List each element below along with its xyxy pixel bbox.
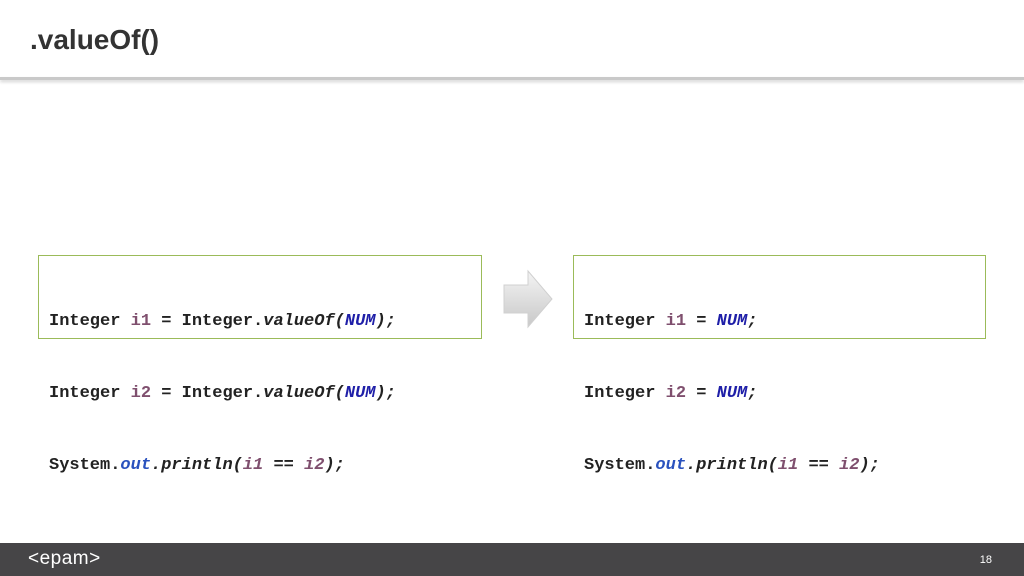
code-token-constant: NUM	[344, 312, 376, 331]
code-token-end: );	[375, 384, 396, 403]
code-token-type: Integer	[49, 312, 131, 331]
code-line-3: System.out.println(i1 == i2);	[584, 454, 975, 478]
code-token-class: System.	[49, 456, 121, 475]
code-block-before: Integer i1 = Integer.valueOf(NUM); Integ…	[38, 255, 482, 475]
code-token-method: valueOf(	[263, 312, 345, 331]
code-token-variable: i2	[130, 384, 152, 403]
code-token-constant: NUM	[716, 312, 748, 331]
code-token-end: ;	[747, 312, 758, 331]
code-block-after: Integer i1 = NUM; Integer i2 = NUM; Syst…	[573, 255, 986, 475]
footer-bar: <epam> 18	[0, 543, 1024, 576]
code-token-constant: NUM	[344, 384, 376, 403]
code-token-method: valueOf(	[263, 384, 345, 403]
code-token-variable: i1	[777, 456, 799, 475]
code-token-call: .println(	[151, 456, 243, 475]
code-token-end: );	[375, 312, 396, 331]
code-token-variable: i2	[665, 384, 687, 403]
page-number: 18	[979, 554, 992, 566]
code-token-static-field: out	[120, 456, 152, 475]
code-token-constant: NUM	[716, 384, 748, 403]
epam-logo: <epam>	[28, 548, 101, 569]
code-token-end: );	[324, 456, 345, 475]
code-line-3: System.out.println(i1 == i2);	[49, 454, 471, 478]
code-line-2: Integer i2 = NUM;	[584, 382, 975, 406]
code-token-end: );	[859, 456, 880, 475]
code-token-assign: =	[686, 384, 717, 403]
code-token-type: Integer	[584, 312, 666, 331]
code-token-variable: i2	[839, 456, 860, 475]
code-line-1: Integer i1 = Integer.valueOf(NUM);	[49, 310, 471, 334]
code-token-class: System.	[584, 456, 656, 475]
code-line-1: Integer i1 = NUM;	[584, 310, 975, 334]
code-token-variable: i1	[242, 456, 264, 475]
code-token-type: Integer	[49, 384, 131, 403]
code-token-assign: = Integer.	[151, 384, 264, 403]
code-line-2: Integer i2 = Integer.valueOf(NUM);	[49, 382, 471, 406]
code-token-operator: ==	[798, 456, 840, 475]
code-token-variable: i2	[304, 456, 325, 475]
code-token-operator: ==	[263, 456, 305, 475]
title-divider	[0, 77, 1024, 80]
code-token-type: Integer	[584, 384, 666, 403]
code-token-variable: i1	[665, 312, 687, 331]
right-arrow-icon	[503, 269, 553, 329]
code-token-assign: =	[686, 312, 717, 331]
code-token-variable: i1	[130, 312, 152, 331]
code-token-assign: = Integer.	[151, 312, 264, 331]
code-token-static-field: out	[655, 456, 687, 475]
slide-title: .valueOf()	[30, 24, 160, 55]
code-token-call: .println(	[686, 456, 778, 475]
code-token-end: ;	[747, 384, 758, 403]
